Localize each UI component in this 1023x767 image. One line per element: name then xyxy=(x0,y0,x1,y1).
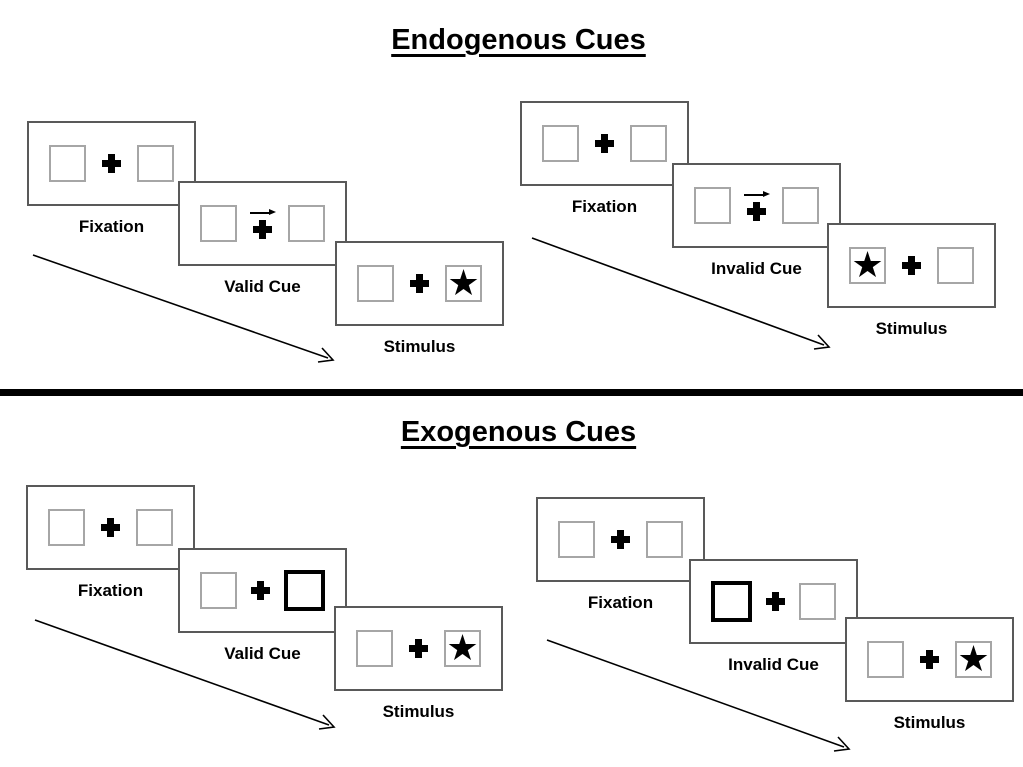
cue-arrow-icon xyxy=(249,208,276,217)
left-box xyxy=(200,205,237,242)
panel-valid-cue: Valid Cue xyxy=(178,181,347,295)
fixation-cross-icon xyxy=(595,134,614,153)
screen-frame xyxy=(26,485,195,570)
screen-frame xyxy=(178,548,347,633)
panel-label: Stimulus xyxy=(875,319,948,338)
right-box: ★ xyxy=(955,637,992,679)
right-box xyxy=(137,145,174,182)
screen-frame xyxy=(672,163,841,248)
section-divider xyxy=(0,389,1023,396)
left-box xyxy=(542,125,579,162)
left-box-cue-highlight xyxy=(711,581,752,622)
screen-frame xyxy=(520,101,689,186)
panel-stimulus: ★ Stimulus xyxy=(335,241,504,355)
right-box xyxy=(799,583,836,620)
left-box xyxy=(48,509,85,546)
fixation-cross-icon xyxy=(766,592,785,611)
star-icon: ★ xyxy=(851,243,884,285)
right-box-cue-highlight xyxy=(284,570,325,611)
panel-fixation: Fixation xyxy=(27,121,196,235)
screen-frame: ★ xyxy=(827,223,996,308)
panel-label: Fixation xyxy=(587,593,654,612)
right-box xyxy=(937,247,974,284)
screen-frame: ★ xyxy=(335,241,504,326)
fixation-cross-icon xyxy=(101,518,120,537)
panel-label: Fixation xyxy=(78,217,145,236)
fixation-cross-icon xyxy=(902,256,921,275)
left-box xyxy=(357,265,394,302)
fixation-cross-icon xyxy=(410,274,429,293)
section-title-endogenous: Endogenous Cues xyxy=(391,24,646,56)
fixation-cross-icon xyxy=(253,220,272,239)
right-box xyxy=(288,205,325,242)
cue-arrow-icon xyxy=(743,190,770,199)
fixation-cross-icon xyxy=(611,530,630,549)
fixation-cross-icon xyxy=(409,639,428,658)
star-icon: ★ xyxy=(447,261,480,303)
right-box xyxy=(630,125,667,162)
star-icon: ★ xyxy=(957,637,990,679)
panel-invalid-cue: Invalid Cue xyxy=(689,559,858,673)
panel-stimulus: ★ Stimulus xyxy=(334,606,503,720)
panel-label: Fixation xyxy=(571,197,638,216)
right-box: ★ xyxy=(445,261,482,303)
screen-frame: ★ xyxy=(845,617,1014,702)
fixation-cross-icon xyxy=(747,202,766,221)
right-box xyxy=(782,187,819,224)
left-box: ★ xyxy=(849,243,886,285)
star-icon: ★ xyxy=(446,626,479,668)
panel-label: Invalid Cue xyxy=(728,655,819,674)
panel-stimulus: ★ Stimulus xyxy=(827,223,996,337)
screen-frame xyxy=(27,121,196,206)
panel-fixation: Fixation xyxy=(26,485,195,599)
panel-invalid-cue: Invalid Cue xyxy=(672,163,841,277)
panel-label: Valid Cue xyxy=(224,644,301,663)
panel-label: Fixation xyxy=(77,581,144,600)
panel-fixation: Fixation xyxy=(520,101,689,215)
section-title-exogenous: Exogenous Cues xyxy=(400,416,637,448)
panel-fixation: Fixation xyxy=(536,497,705,611)
left-box xyxy=(49,145,86,182)
panel-label: Stimulus xyxy=(383,337,456,356)
right-box: ★ xyxy=(444,626,481,668)
panel-label: Valid Cue xyxy=(224,277,301,296)
right-box xyxy=(646,521,683,558)
screen-frame xyxy=(536,497,705,582)
left-box xyxy=(356,630,393,667)
fixation-cross-icon xyxy=(920,650,939,669)
screen-frame xyxy=(178,181,347,266)
panel-valid-cue: Valid Cue xyxy=(178,548,347,662)
panel-label: Invalid Cue xyxy=(711,259,802,278)
left-box xyxy=(694,187,731,224)
screen-frame: ★ xyxy=(334,606,503,691)
right-box xyxy=(136,509,173,546)
left-box xyxy=(558,521,595,558)
fixation-cross-icon xyxy=(251,581,270,600)
screen-frame xyxy=(689,559,858,644)
left-box xyxy=(867,641,904,678)
fixation-cross-icon xyxy=(102,154,121,173)
panel-stimulus: ★ Stimulus xyxy=(845,617,1014,731)
panel-label: Stimulus xyxy=(893,713,966,732)
left-box xyxy=(200,572,237,609)
panel-label: Stimulus xyxy=(382,702,455,721)
